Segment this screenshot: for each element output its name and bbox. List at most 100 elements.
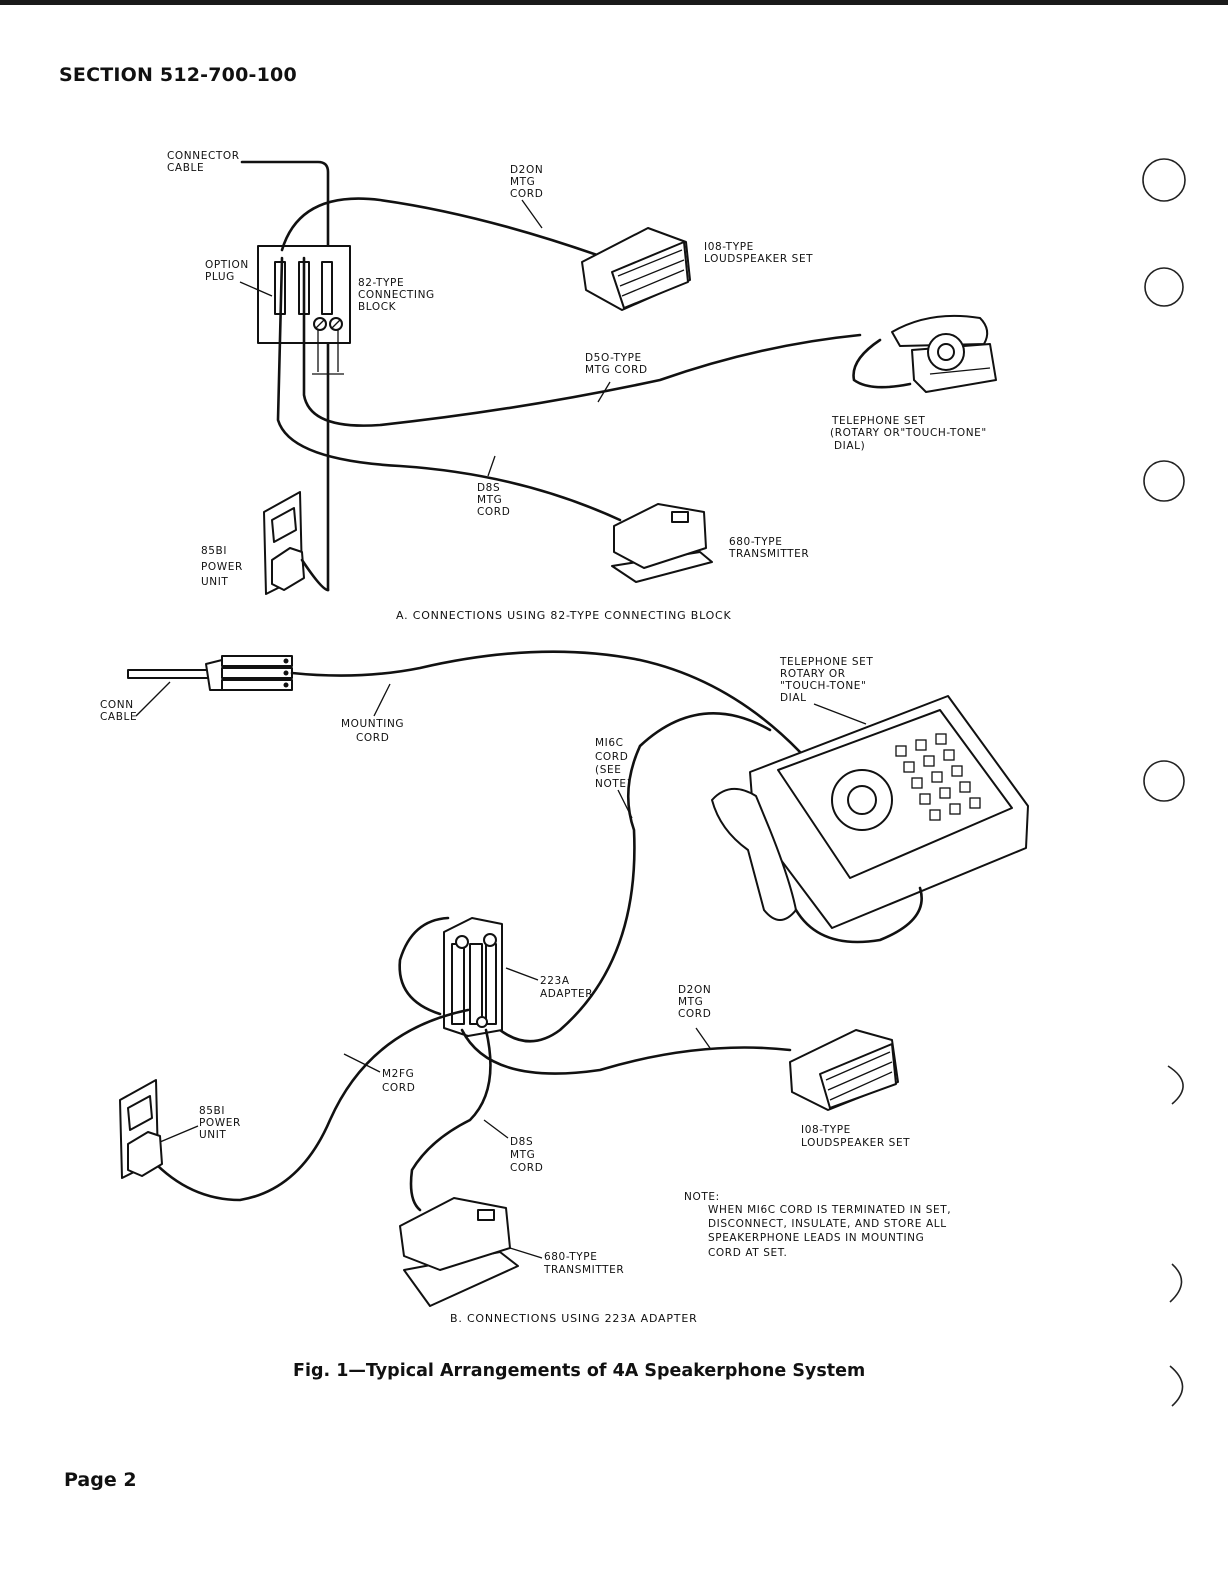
d20n-pointer-a [521,199,543,229]
d8s-pointer-b [483,1119,509,1139]
power-unit-b [119,1079,163,1179]
d8s-pointer-a [487,455,496,477]
label-d20n-a-3: CORD [510,188,543,200]
part-a-subcaption: A. CONNECTIONS USING 82-TYPE CONNECTING … [396,609,732,622]
m2fg-cord-wire [150,1008,470,1202]
label-connecting-block-1: 82-TYPE [358,277,404,289]
label-option-plug-2: PLUG [205,271,235,283]
mounting-cord-wire [290,650,802,754]
mounting-cord-pointer [373,683,391,717]
label-d20n-b-1: D2ON [678,984,711,996]
label-m16c-1: MI6C [595,737,624,749]
loudspeaker-a [581,227,691,311]
label-power-unit-b-2: POWER [199,1117,241,1129]
part-a-diagram: A. CONNECTIONS USING 82-TYPE CONNECTING … [239,160,997,622]
label-loudspeaker-b-2: LOUDSPEAKER SET [801,1137,910,1149]
label-loudspeaker-a-1: I08-TYPE [704,241,754,253]
label-m16c-2: CORD [595,751,628,763]
power-unit-b-pointer [159,1125,199,1143]
label-telephone-b-4: DIAL [780,692,807,704]
loudspeaker-b [789,1029,899,1111]
label-d20n-b-2: MTG [678,996,703,1008]
label-connector-cable-2: CABLE [167,162,204,174]
label-transmitter-b-2: TRANSMITTER [543,1264,624,1276]
d20n-pointer-b [695,1027,711,1049]
label-m16c-4: NOTE) [595,778,631,790]
label-d8s-b-2: MTG [510,1149,535,1161]
label-adapter-2: ADAPTER [540,988,593,1000]
note-line-3: SPEAKERPHONE LEADS IN MOUNTING [708,1232,924,1244]
note-line-2: DISCONNECT, INSULATE, AND STORE ALL [708,1218,947,1230]
binder-hole-7 [1169,1365,1184,1407]
label-conn-cable-2: CABLE [100,711,137,723]
label-mounting-cord-1: MOUNTING [341,718,404,730]
d20n-cord-wire-a [280,197,602,258]
adapter-loop-wire [398,916,450,1016]
label-loudspeaker-b-1: I08-TYPE [801,1124,851,1136]
label-d20n-a-1: D2ON [510,164,543,176]
binder-hole-6 [1169,1263,1183,1303]
part-b-subcaption: B. CONNECTIONS USING 223A ADAPTER [450,1312,698,1325]
binder-hole-4 [1143,760,1185,802]
label-power-unit-a-3: UNIT [201,576,228,588]
binder-hole-5 [1167,1065,1184,1105]
binder-hole-marks [1142,158,1186,1407]
label-connector-cable-1: CONNECTOR [167,150,240,162]
label-adapter-1: 223A [540,975,570,987]
option-plug-pointer [239,281,273,297]
label-d8s-b-3: CORD [510,1162,543,1174]
d20n-cord-wire-b [460,1028,792,1075]
label-telephone-a-1: TELEPHONE SET [831,415,925,427]
adapter-pointer [505,967,539,981]
label-power-unit-a-1: 85BI [201,545,227,557]
label-m16c-3: (SEE [595,764,621,776]
label-option-plug-1: OPTION [205,259,249,271]
note-line-1: WHEN MI6C CORD IS TERMINATED IN SET, [708,1204,951,1216]
label-m2fg-1: M2FG [382,1068,414,1080]
m2fg-pointer [343,1053,381,1073]
m16c-pointer [617,789,633,819]
section-header: SECTION 512-700-100 [59,64,297,86]
d50-pointer [597,381,611,403]
power-unit-a [263,491,330,595]
label-power-unit-b-1: 85BI [199,1105,225,1117]
label-d8s-a-1: D8S [477,482,500,494]
transmitter-b-pointer [509,1247,543,1259]
label-d50-2: MTG CORD [585,364,648,376]
label-m2fg-2: CORD [382,1082,415,1094]
label-power-unit-b-3: UNIT [199,1129,226,1141]
label-transmitter-a-1: 680-TYPE [729,536,782,548]
label-loudspeaker-a-2: LOUDSPEAKER SET [704,253,813,265]
conn-cable-plug [127,655,293,691]
label-d20n-b-3: CORD [678,1008,711,1020]
label-d8s-a-2: MTG [477,494,502,506]
note-line-4: CORD AT SET. [708,1247,787,1259]
label-transmitter-a-2: TRANSMITTER [728,548,809,560]
label-d8s-a-3: CORD [477,506,510,518]
label-d50-1: D5O-TYPE [585,352,642,364]
connector-cable-wire [240,160,330,592]
transmitter-a [611,503,713,583]
binder-hole-1 [1142,158,1186,202]
label-connecting-block-3: BLOCK [358,301,397,313]
telephone-b-pointer [813,703,867,725]
label-mounting-cord-2: CORD [356,732,389,744]
conn-cable-pointer [135,681,171,717]
part-b-diagram: B. CONNECTIONS USING 223A ADAPTER [119,650,1029,1325]
label-d8s-b-1: D8S [510,1136,533,1148]
binder-hole-2 [1144,267,1184,307]
transmitter-b [399,1197,519,1307]
block-leads [312,330,344,375]
label-power-unit-a-2: POWER [201,561,243,573]
label-telephone-b-2: ROTARY OR [780,668,846,680]
telephone-a [852,314,997,393]
label-transmitter-b-1: 680-TYPE [544,1251,597,1263]
note-title: NOTE: [684,1191,720,1203]
label-d20n-a-2: MTG [510,176,535,188]
binder-hole-3 [1143,460,1185,502]
m16c-cord-wire [478,712,772,1043]
page-number: Page 2 [64,1469,137,1491]
part-b-labels: CONN CABLE MOUNTING CORD TELEPHONE SET R… [100,656,951,1276]
label-connecting-block-2: CONNECTING [358,289,435,301]
